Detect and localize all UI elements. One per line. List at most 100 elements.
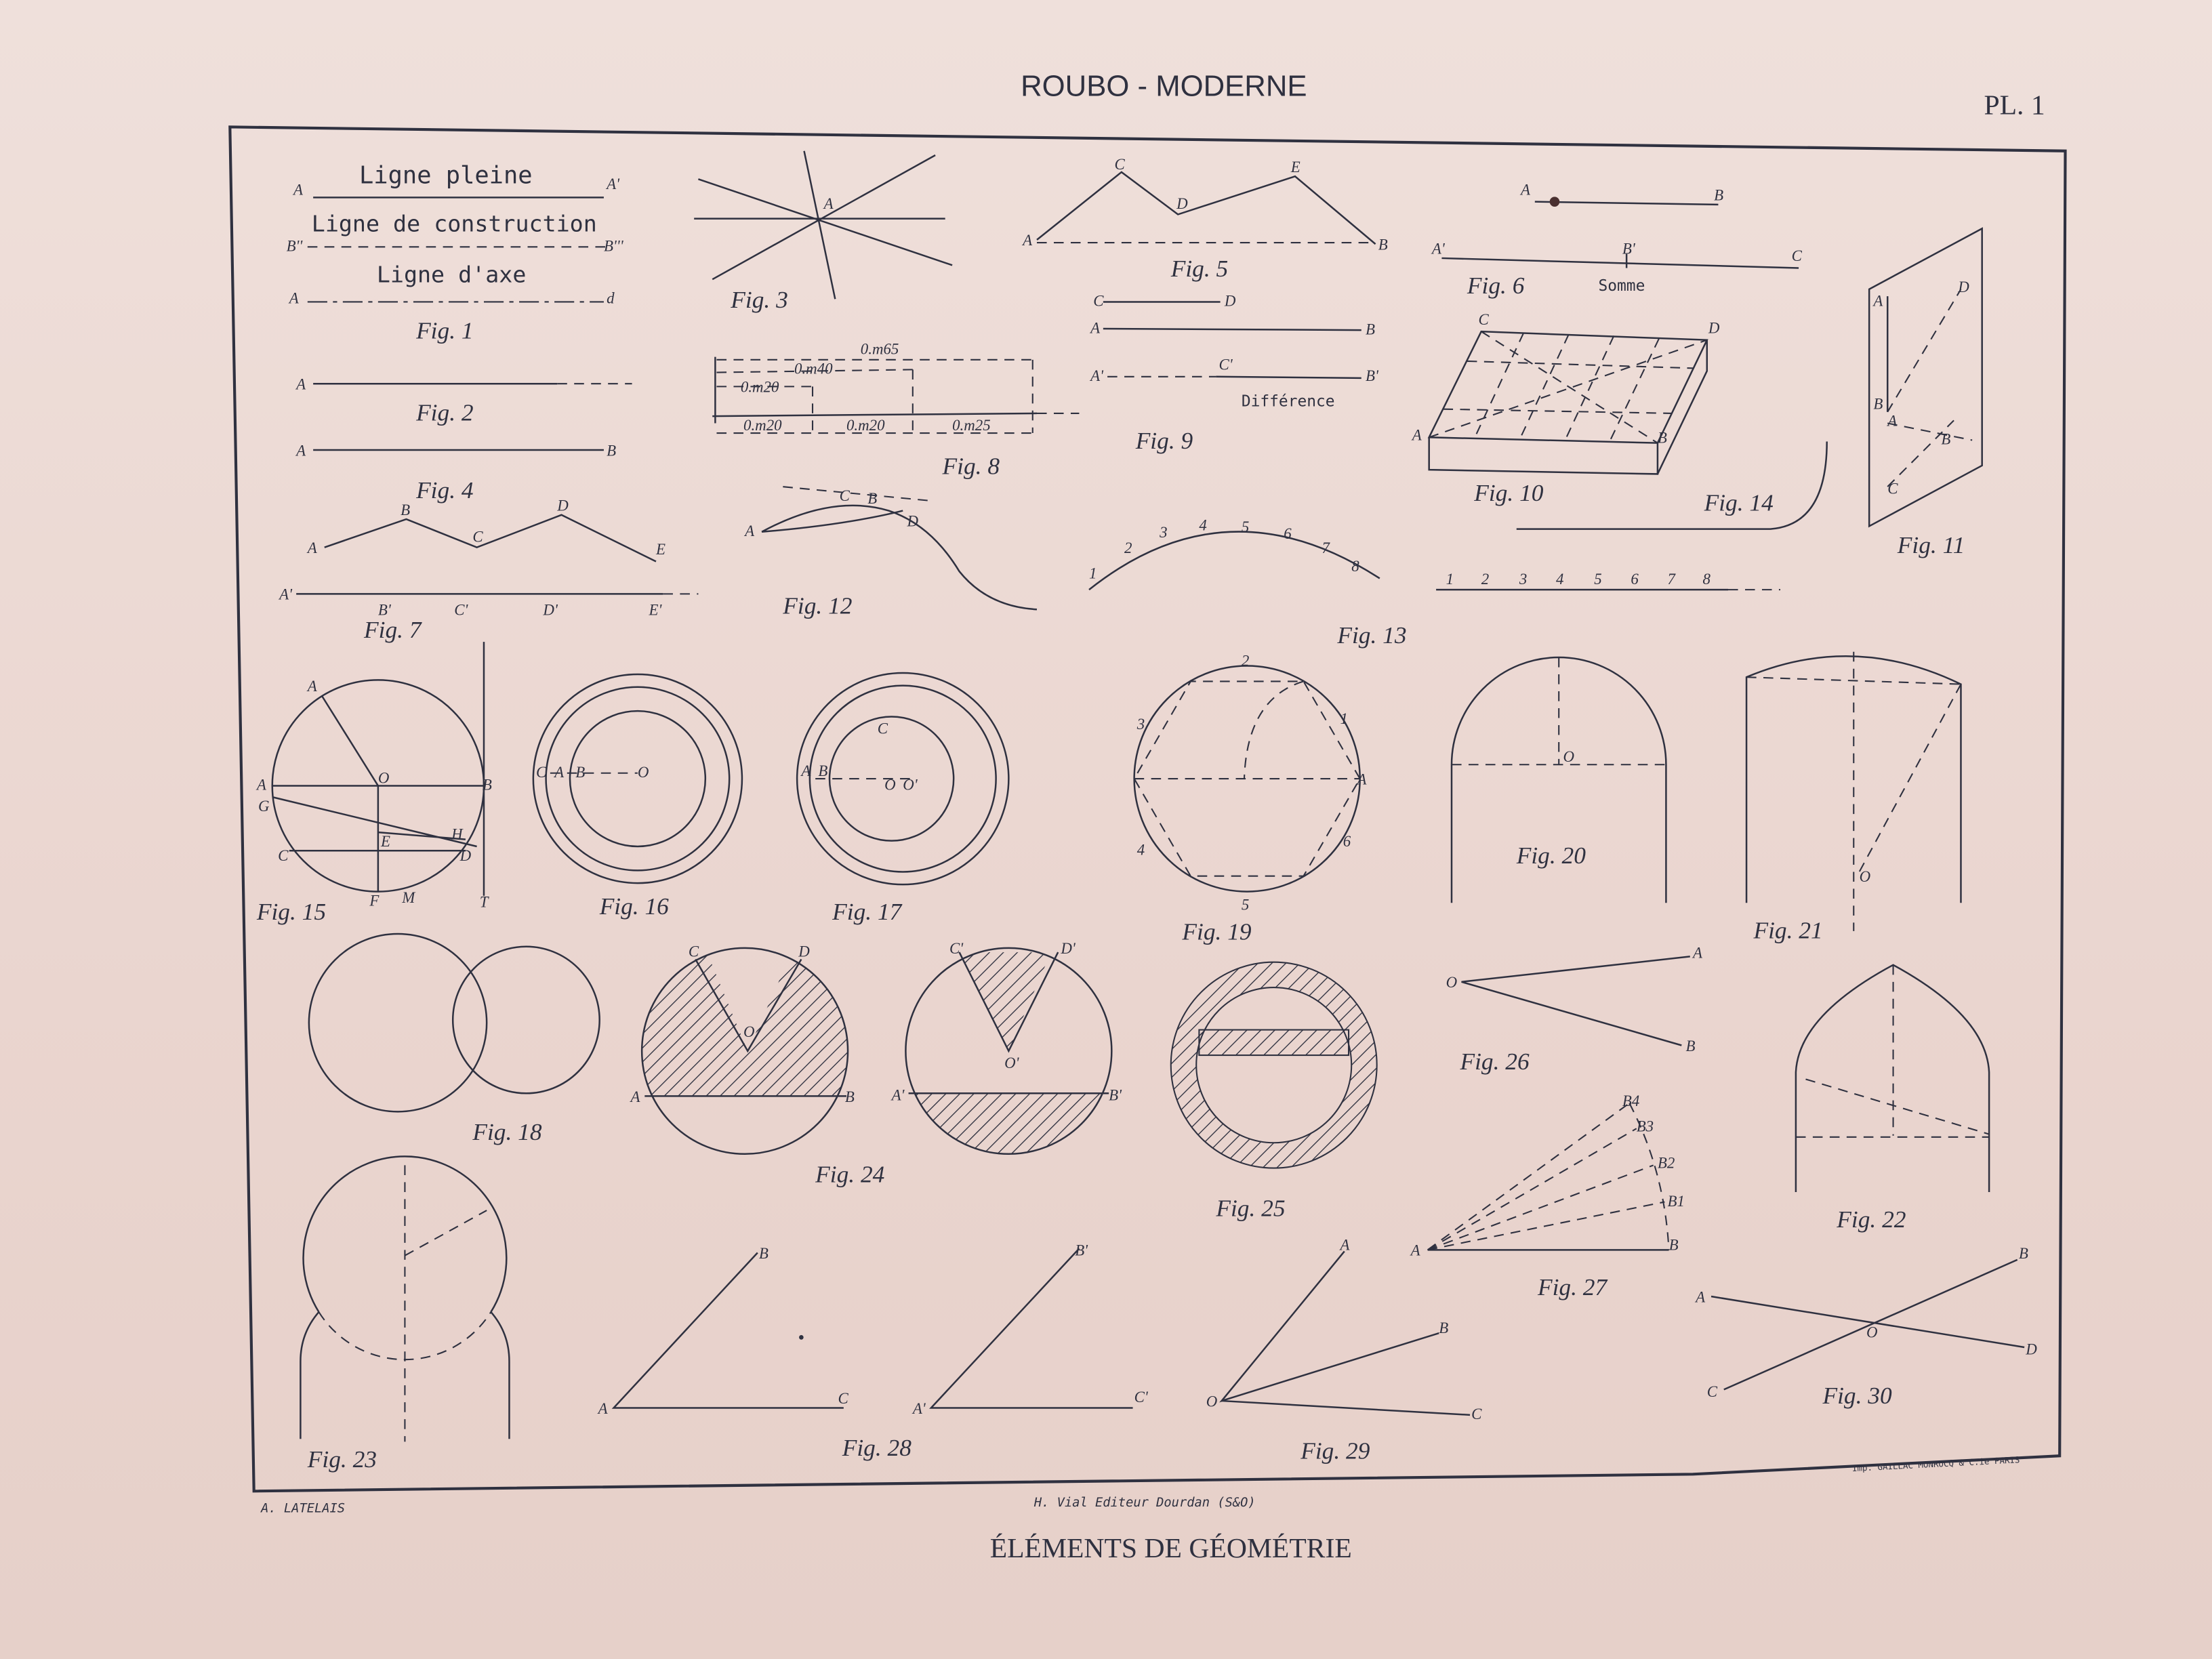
point-label: C <box>840 487 851 504</box>
point-label: B <box>1658 430 1667 447</box>
point-label: A <box>629 1088 640 1105</box>
point-label: B <box>759 1245 769 1262</box>
point-label: A <box>1872 293 1883 310</box>
fig-9: C D A B A' C' B' Différence Fig. 9 <box>1089 293 1379 454</box>
fig-25: Fig. 25 <box>1170 961 1378 1221</box>
point-label: B4 <box>1622 1092 1639 1109</box>
printer-credit: Imp. GAILLAC MONROCQ & C.ie PARIS <box>1852 1454 2020 1473</box>
point-label: 3 <box>1136 716 1145 733</box>
fig-caption: Fig. 28 <box>842 1434 912 1461</box>
point-label: A <box>1694 1288 1706 1305</box>
point-label: E' <box>649 602 663 619</box>
plate-series-title: ROUBO - MODERNE <box>1021 70 1307 103</box>
point-label: A <box>1089 319 1101 336</box>
label-ligne-construction: Ligne de construction <box>312 210 597 237</box>
fig-caption: Fig. 2 <box>415 398 474 426</box>
fig-caption: Fig. 22 <box>1836 1206 1906 1233</box>
division-number: 1 <box>1446 571 1454 588</box>
division-number: 5 <box>1242 518 1249 535</box>
point-label: 5 <box>1242 897 1249 914</box>
fig-caption: Fig. 19 <box>1181 918 1251 945</box>
point-label: C <box>1792 247 1803 264</box>
fig-20: O Fig. 20 <box>1450 656 1667 903</box>
point-label: B <box>1366 321 1375 337</box>
point-label: O' <box>1004 1054 1020 1071</box>
division-number: 6 <box>1284 525 1292 542</box>
point-label: A <box>597 1400 609 1417</box>
point-label: A <box>823 195 834 212</box>
fig-30: A B C D O Fig. 30 <box>1694 1245 2037 1409</box>
point-label: T <box>480 893 490 910</box>
point-label: D <box>1957 279 1969 295</box>
fig-caption: Fig. 10 <box>1473 479 1543 506</box>
point-label: B <box>1686 1038 1696 1054</box>
fig-7: A B C D E A' B' C' D' E' Fig. 7 <box>278 497 699 643</box>
point-label: G <box>258 798 270 815</box>
fig-27: A B B1 B2 B3 B4 Fig. 27 <box>1410 1092 1685 1300</box>
fig-caption: Fig. 11 <box>1897 531 1965 558</box>
point-label: A <box>800 762 811 779</box>
point-label: C <box>1479 311 1490 328</box>
dimension-label: 0.m25 <box>952 417 991 434</box>
plate-frame <box>228 125 2067 1493</box>
point-label: C <box>689 943 699 960</box>
point-label: 6 <box>1343 833 1351 850</box>
fig-11: A D B A B C Fig. 11 <box>1868 227 1983 558</box>
division-number: 1 <box>1089 565 1097 581</box>
point-label: A <box>295 442 306 459</box>
point-label: 2 <box>1242 653 1249 670</box>
point-label: C <box>838 1390 848 1407</box>
fig-26: O A B Fig. 26 <box>1446 944 1703 1074</box>
point-label: B' <box>1075 1242 1088 1259</box>
point-label: C <box>1887 480 1898 497</box>
point-label: D' <box>542 602 558 619</box>
plate-number: PL. 1 <box>1984 90 2045 121</box>
point-label: B'' <box>287 238 304 255</box>
fig-caption: Fig. 1 <box>415 317 474 344</box>
fig-caption: Fig. 7 <box>363 616 422 643</box>
point-label: A <box>1339 1236 1351 1253</box>
point-label: O <box>1866 1324 1878 1340</box>
point-label: E <box>1290 159 1300 176</box>
point-label: B <box>1714 187 1723 204</box>
difference-label: Différence <box>1242 393 1335 411</box>
point-label: O <box>638 764 649 781</box>
point-label: C' <box>1134 1389 1149 1406</box>
fig-caption: Fig. 16 <box>599 893 669 920</box>
point-label: d <box>607 290 615 307</box>
division-number: 4 <box>1556 571 1563 588</box>
division-number: 3 <box>1159 524 1167 541</box>
fig-3: A Fig. 3 <box>694 150 953 313</box>
point-label: O <box>1860 868 1871 885</box>
fig-23: Fig. 23 <box>300 1155 510 1473</box>
label-ligne-axe: Ligne d'axe <box>377 261 527 287</box>
point-label: C' <box>1219 356 1233 373</box>
division-number: 8 <box>1703 571 1711 588</box>
point-label: B' <box>1366 367 1379 384</box>
dimension-label: 0.m20 <box>741 379 779 396</box>
point-label: B <box>1669 1236 1679 1253</box>
point-label: C <box>278 847 289 864</box>
point-label: A' <box>605 176 620 192</box>
fig-caption: Fig. 3 <box>730 286 788 313</box>
fig-15: A A O B G C E H D F M T Fig. 15 <box>255 642 492 925</box>
dimension-label: 0.m20 <box>743 417 782 434</box>
point-label: B <box>2019 1245 2028 1262</box>
sum-label: Somme <box>1598 277 1645 295</box>
point-label: B3 <box>1637 1118 1654 1134</box>
fig-2: A Fig. 2 <box>295 376 632 426</box>
label-ligne-pleine: Ligne pleine <box>359 162 533 190</box>
point-label: A' <box>1089 367 1104 384</box>
point-label: B <box>575 764 585 781</box>
point-label: C <box>536 764 547 781</box>
point-label: D <box>1224 293 1236 310</box>
fig-10: A B C D Fig. 10 <box>1411 311 1720 506</box>
fig-1: Ligne pleine A A' Ligne de construction … <box>287 162 624 344</box>
fig-24: C D O A B C' D' O' A' B' Fig. 24 <box>629 940 1122 1187</box>
point-label: O' <box>903 777 918 794</box>
fig-4: A B Fig. 4 <box>295 442 616 503</box>
fig-caption: Fig. 13 <box>1336 621 1406 649</box>
point-label: 4 <box>1137 841 1145 858</box>
point-label: C' <box>949 940 964 957</box>
fig-caption: Fig. 6 <box>1467 272 1525 299</box>
